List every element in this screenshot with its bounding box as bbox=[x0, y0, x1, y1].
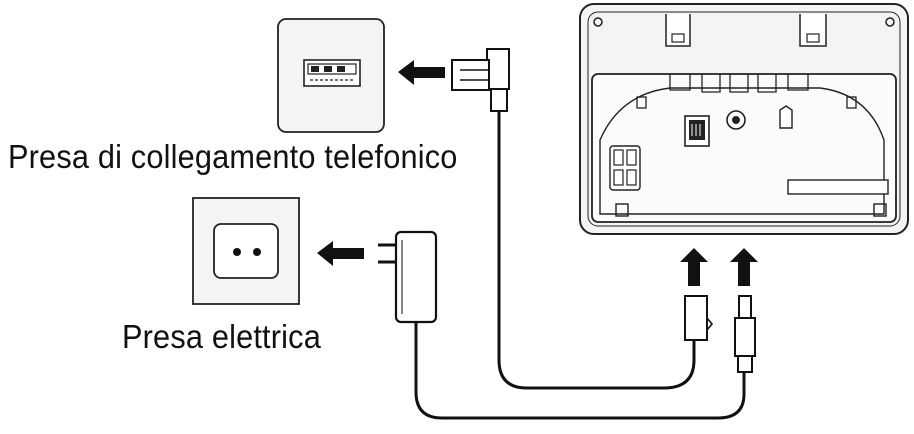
power-socket-label: Presa elettrica bbox=[122, 318, 321, 355]
arrow-up-power-icon bbox=[730, 248, 758, 286]
telephone-plug-adapter-icon bbox=[451, 48, 510, 112]
arrow-to-power-socket-icon bbox=[317, 241, 364, 266]
arrow-up-phone-icon bbox=[680, 248, 708, 286]
power-adapter-icon bbox=[378, 230, 438, 324]
telephone-cable bbox=[497, 111, 696, 390]
base-power-connector-icon bbox=[734, 295, 756, 373]
phone-base-station-underside-icon bbox=[579, 3, 909, 235]
power-cable bbox=[414, 322, 746, 420]
arrow-to-phone-socket-icon bbox=[398, 60, 445, 85]
power-wall-socket-icon bbox=[192, 197, 300, 305]
base-phone-connector-icon bbox=[684, 295, 714, 341]
phone-socket-label: Presa di collegamento telefonico bbox=[8, 138, 458, 175]
telephone-wall-socket-icon bbox=[277, 18, 385, 133]
